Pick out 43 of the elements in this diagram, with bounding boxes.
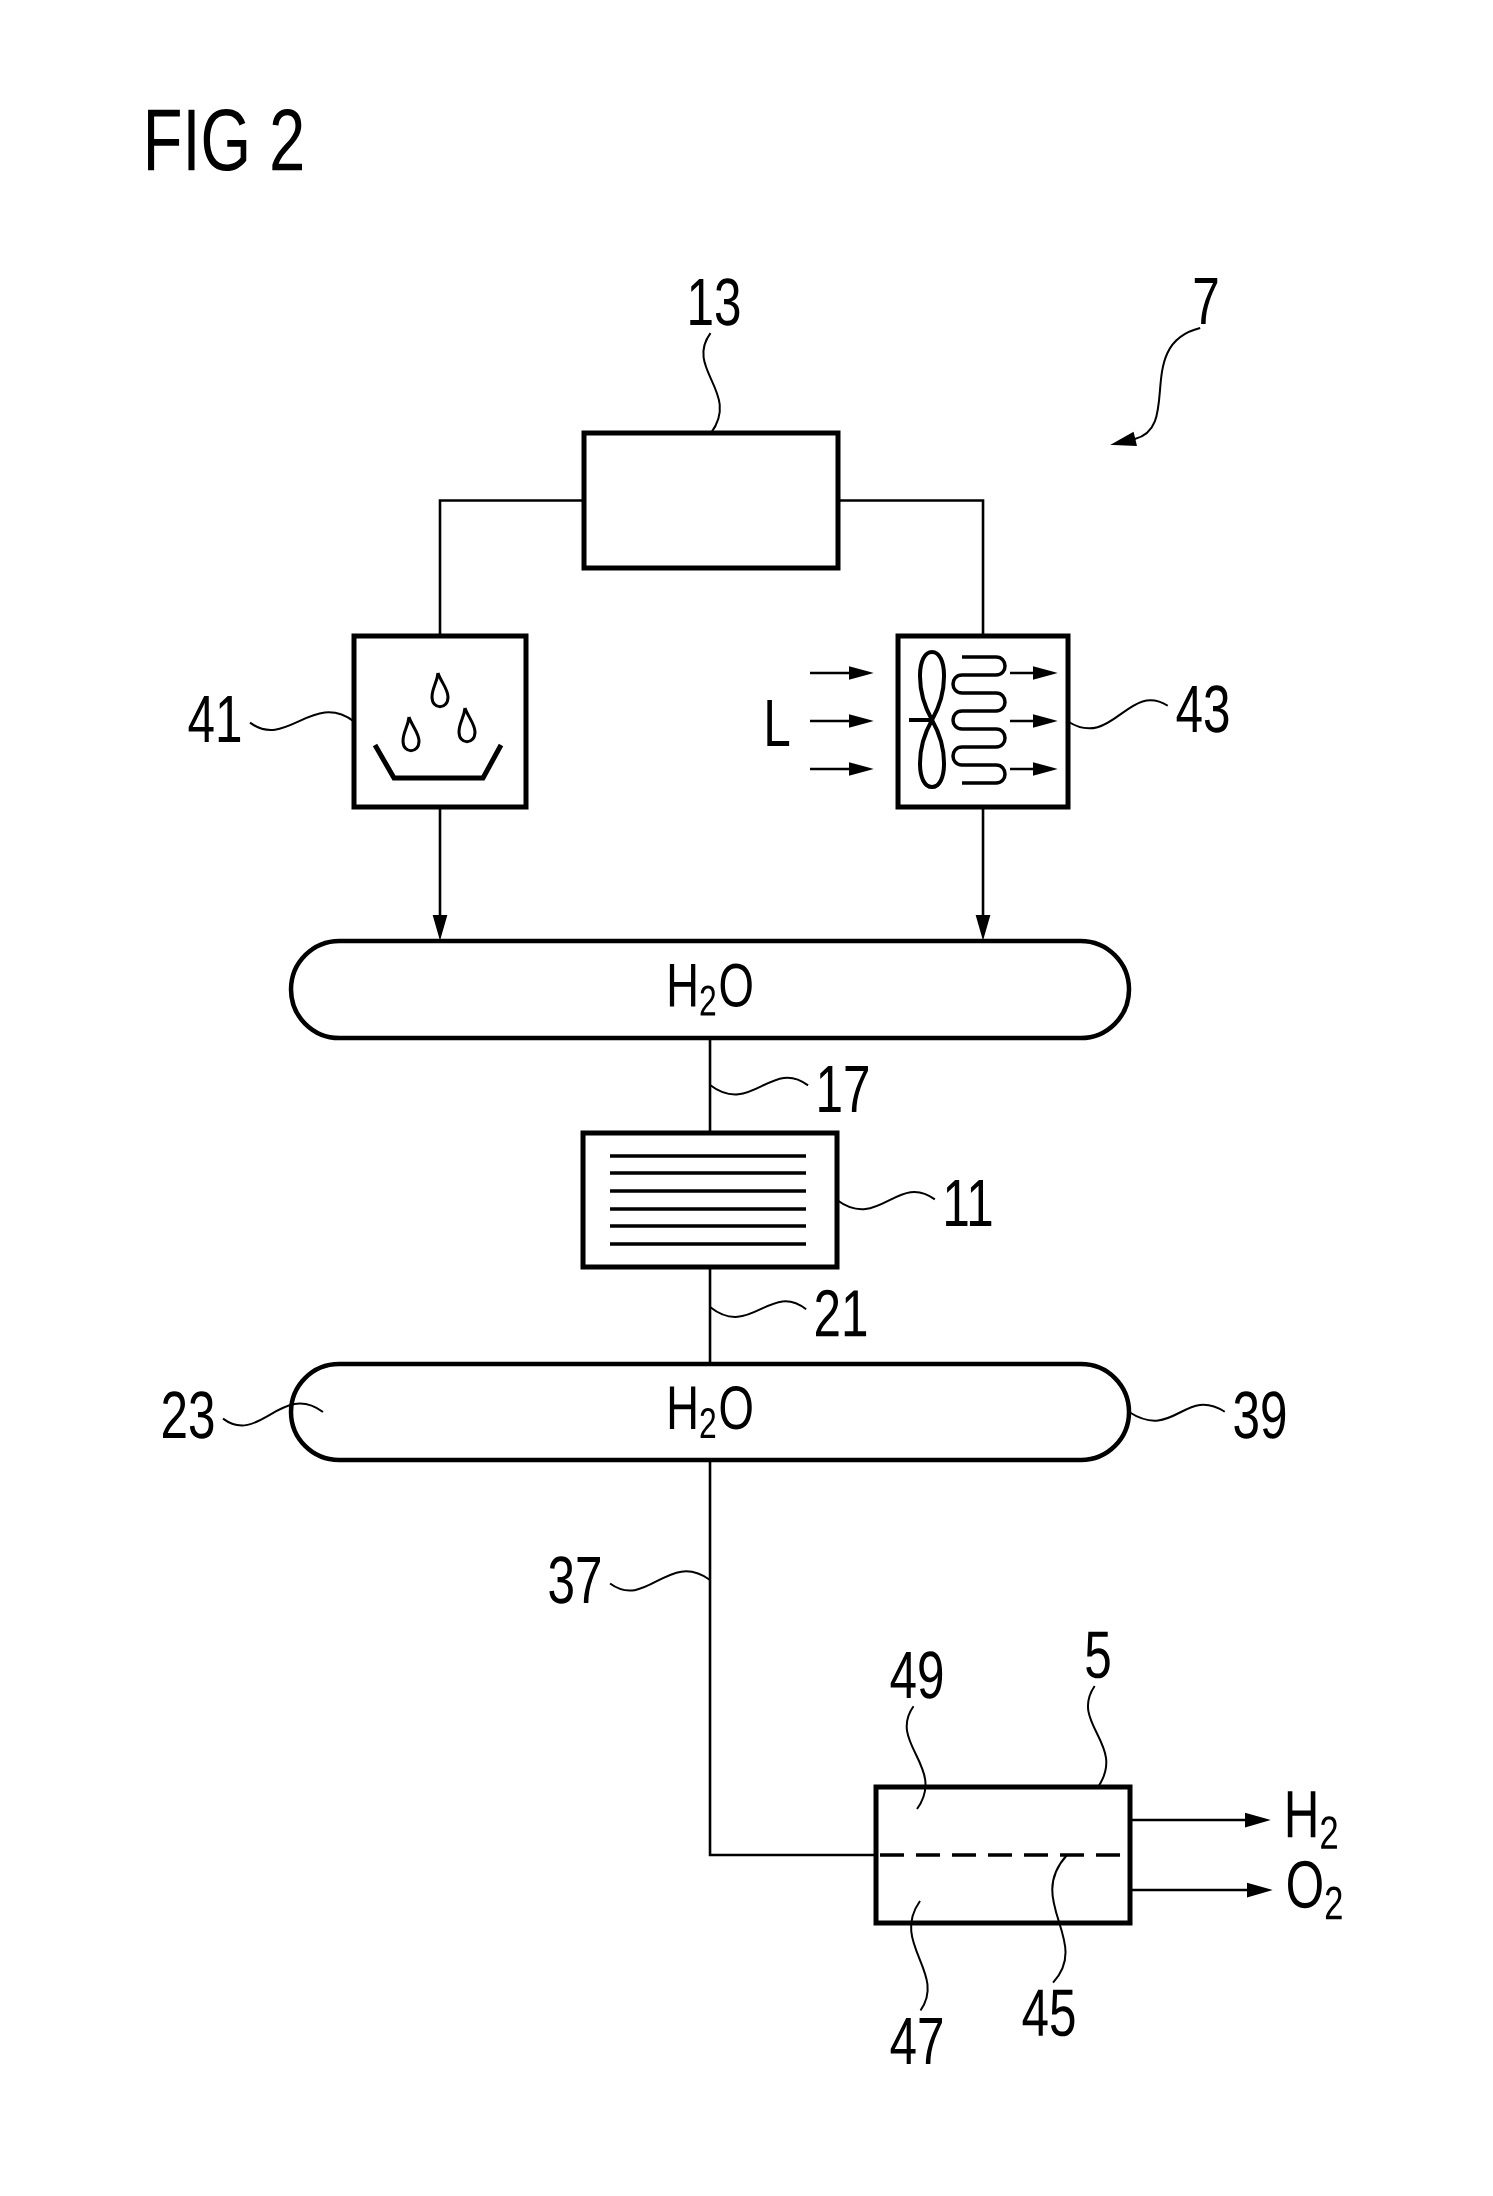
pipe-line [438,499,584,636]
leader-line [609,1570,711,1592]
tank: H$_{2}$O [288,1361,1132,1463]
leader-line [1067,699,1169,730]
leader-line [910,1900,929,2012]
component-box [581,430,841,571]
callout-number: 7 [1194,278,1218,324]
callout-number: 47 [890,2018,942,2064]
figure-title: FIG 2 [148,108,302,172]
pipe-line [708,1460,876,1857]
leader-line [1128,1403,1226,1422]
component-box [873,1784,1133,1926]
callout-number: 37 [549,1556,600,1604]
leader-line [709,1076,810,1096]
tank: H$_{2}$O [288,938,1132,1041]
callout-number: 11 [946,1180,992,1226]
leader-line [709,1300,808,1318]
leader-line [702,332,721,434]
gas-label: H$_{2}$ [1287,1791,1337,1849]
callout-number: 49 [890,1651,943,1699]
leader-line [836,1191,936,1211]
callout-number: 5 [1086,1631,1110,1679]
callout-number: 41 [188,696,241,742]
callout-number: 13 [690,278,740,326]
callout-number: 43 [1176,685,1229,733]
leader-line [905,1705,927,1810]
component-box [580,1130,840,1270]
gas-label: O$_{2}$ [1288,1860,1342,1920]
callout-number: 21 [816,1289,867,1337]
leader-line [249,711,355,731]
callout-number: 39 [1234,1391,1286,1439]
pipe-line [838,499,985,636]
leader-line [222,1402,324,1427]
pipe-line [708,1038,712,1133]
component-box [895,633,1071,810]
leader-line [1087,1685,1108,1788]
leader-line [1051,1854,1068,1984]
callout-number: 23 [163,1391,214,1439]
callout-number: 45 [1022,1989,1075,2037]
callout-number: 17 [819,1066,868,1112]
pipe-line [708,1267,712,1364]
component-box [351,633,529,810]
flow-label: L [767,700,790,746]
